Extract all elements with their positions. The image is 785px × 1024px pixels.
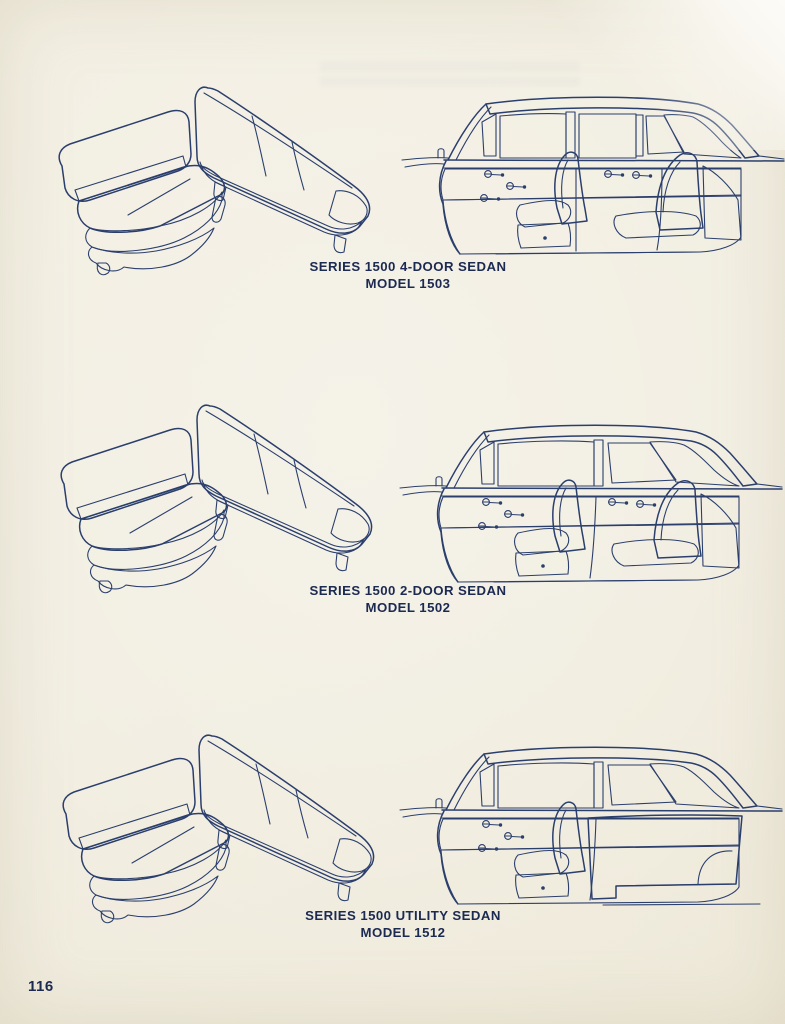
model-caption: SERIES 1500 UTILITY SEDAN MODEL 1512: [238, 908, 568, 941]
interior-cutaway-illustration: [398, 416, 783, 601]
interior-cutaway-illustration: [400, 88, 785, 273]
model-caption: SERIES 1500 4-DOOR SEDAN MODEL 1503: [243, 259, 573, 292]
caption-series-line: SERIES 1500 4-DOOR SEDAN: [309, 259, 507, 274]
seat-trim-illustration: [62, 734, 375, 924]
seat-trim-illustration: [58, 86, 371, 276]
seat-trim-illustration: [60, 404, 373, 594]
model-caption: SERIES 1500 2-DOOR SEDAN MODEL 1502: [243, 583, 573, 616]
caption-series-line: SERIES 1500 UTILITY SEDAN: [305, 908, 501, 923]
page-number: 116: [28, 978, 54, 995]
caption-model-line: MODEL 1503: [365, 275, 451, 291]
caption-series-line: SERIES 1500 2-DOOR SEDAN: [309, 583, 507, 598]
caption-model-line: MODEL 1512: [360, 924, 446, 940]
caption-model-line: MODEL 1502: [365, 599, 451, 615]
interior-cutaway-illustration: [398, 738, 783, 923]
